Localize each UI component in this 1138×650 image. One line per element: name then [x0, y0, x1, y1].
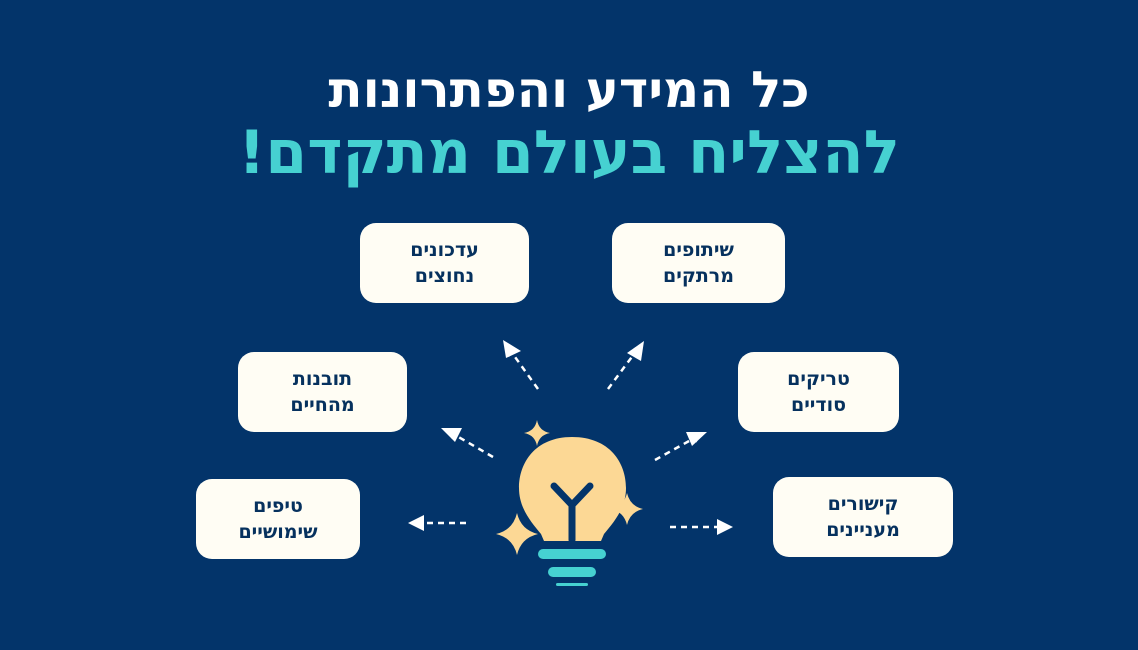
card-updates-line2: נחוצים: [414, 265, 475, 287]
card-insights: תובנות מהחיים: [238, 352, 407, 432]
title-line-1: כל המידע והפתרונות: [328, 61, 810, 119]
card-tricks: טריקים סודיים: [738, 352, 899, 432]
arrow-to-insights: [445, 429, 494, 459]
card-tricks-line2: סודיים: [790, 394, 847, 416]
card-collabs-line2: מרתקים: [663, 265, 734, 287]
arrow-to-updates: [507, 345, 540, 390]
bulb-glass: [519, 437, 626, 541]
title-line-2: להצליח בעולם מתקדם!: [238, 118, 900, 188]
card-links-line2: מעניינים: [826, 519, 900, 541]
card-links-line1: קישורים: [827, 493, 899, 515]
arrowhead-links: [717, 519, 733, 535]
bulb-base-top: [538, 549, 606, 559]
arrowhead-tips: [408, 515, 424, 531]
card-updates-line1: עדכונים: [410, 239, 479, 261]
arrowhead-updates: [503, 340, 521, 358]
arrows: [412, 345, 729, 532]
arrow-to-tricks: [654, 433, 703, 462]
sparkle-icon: [524, 420, 550, 446]
arrowheads: [408, 340, 733, 535]
arrowhead-insights: [441, 428, 462, 442]
card-links: קישורים מעניינים: [773, 477, 953, 557]
card-insights-line1: תובנות: [292, 368, 353, 390]
bulb-base-bottom: [556, 583, 588, 586]
arrow-to-collabs: [606, 345, 640, 390]
sparkle-icon: [611, 493, 643, 525]
sparkle-icon: [496, 513, 538, 555]
card-collabs: שיתופים מרתקים: [612, 223, 785, 303]
card-tips-line2: שימושיים: [238, 521, 318, 543]
bulb-filament: [550, 482, 594, 544]
card-insights-line2: מהחיים: [290, 394, 355, 416]
lightbulb-icon: [519, 437, 626, 586]
arrowhead-collabs: [627, 341, 644, 361]
card-tips-line1: טיפים: [253, 495, 303, 517]
arrowhead-tricks: [686, 432, 707, 446]
sparkles: [496, 420, 643, 555]
card-updates: עדכונים נחוצים: [360, 223, 529, 303]
card-collabs-line1: שיתופים: [663, 239, 734, 261]
card-tips: טיפים שימושיים: [196, 479, 360, 559]
card-tricks-line1: טריקים: [787, 368, 850, 390]
bulb-base-middle: [548, 567, 596, 577]
